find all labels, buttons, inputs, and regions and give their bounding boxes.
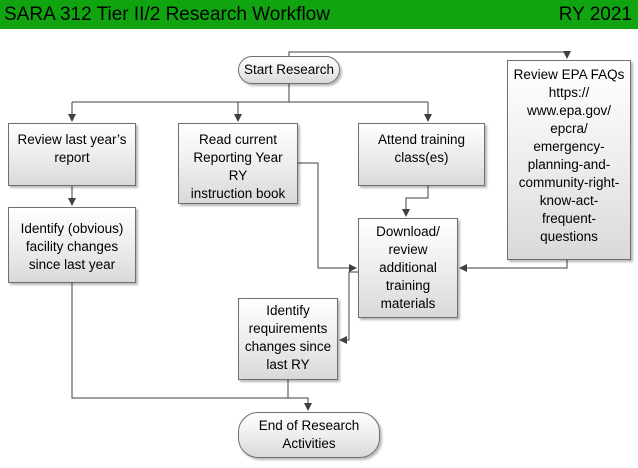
identify-facility-changes-label: Identify (obvious) facility changes sinc… bbox=[20, 221, 124, 272]
page-title: SARA 312 Tier II/2 Research Workflow bbox=[4, 4, 330, 25]
header-banner: SARA 312 Tier II/2 Research Workflow RY … bbox=[0, 0, 638, 29]
connector-facility-to-end bbox=[71, 283, 312, 411]
connector-book-to-download bbox=[298, 162, 357, 272]
download-training-materials-label: Download/ review additional training mat… bbox=[376, 224, 440, 311]
end-research-label: End of Research Activities bbox=[258, 418, 360, 451]
review-last-year-label: Review last year’s report bbox=[17, 132, 127, 165]
identify-requirements-changes-label: Identify requirements changes since last… bbox=[244, 303, 332, 372]
reporting-year-label: RY 2021 bbox=[558, 4, 632, 25]
connector-training-to-download bbox=[402, 186, 429, 217]
connector-faqs-to-download bbox=[459, 260, 568, 272]
attend-training-label: Attend training class(es) bbox=[377, 132, 466, 165]
start-research-node: Start Research bbox=[238, 56, 340, 84]
end-research-node: End of Research Activities bbox=[238, 412, 380, 458]
identify-facility-changes-node: Identify (obvious) facility changes sinc… bbox=[8, 207, 136, 283]
attend-training-node: Attend training class(es) bbox=[358, 123, 485, 186]
read-instruction-book-label: Read current Reporting Year RY instructi… bbox=[190, 132, 286, 201]
connector-download-to-requirements bbox=[339, 271, 358, 344]
review-epa-faqs-label: Review EPA FAQs https:// www.epa.gov/ ep… bbox=[513, 67, 625, 244]
connector-start-to-faqs bbox=[288, 51, 571, 59]
review-last-year-node: Review last year’s report bbox=[8, 123, 136, 186]
download-training-materials-node: Download/ review additional training mat… bbox=[358, 218, 458, 318]
read-instruction-book-node: Read current Reporting Year RY instructi… bbox=[178, 123, 298, 204]
review-epa-faqs-node: Review EPA FAQs https:// www.epa.gov/ ep… bbox=[507, 60, 631, 260]
start-research-label: Start Research bbox=[243, 62, 335, 77]
identify-requirements-changes-node: Identify requirements changes since last… bbox=[238, 298, 338, 380]
